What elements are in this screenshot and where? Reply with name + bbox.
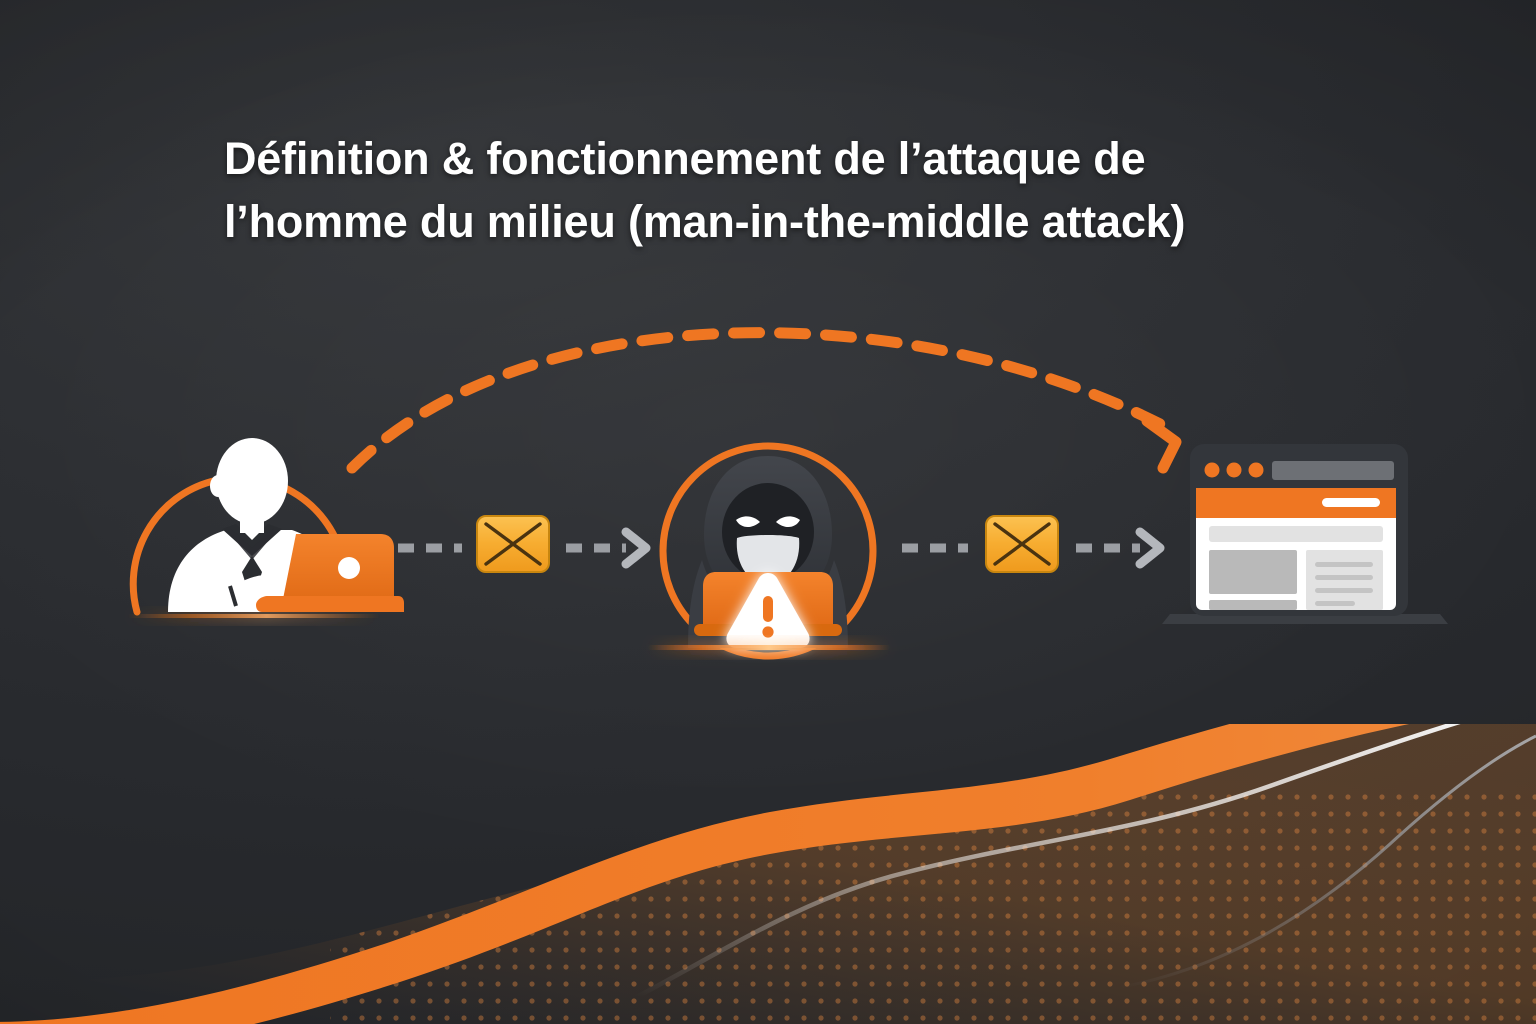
- victim-ground-line: [128, 614, 380, 618]
- message-envelope-1[interactable]: [476, 515, 550, 573]
- attacker-ground-line: [648, 645, 890, 650]
- node-server[interactable]: [1162, 444, 1448, 624]
- page-title: Définition & fonctionnement de l’attaque…: [224, 127, 1344, 253]
- browser-chrome: [1204, 461, 1394, 480]
- browser-nav-pill: [1322, 498, 1380, 507]
- node-victim[interactable]: [128, 438, 404, 618]
- browser-dot-2: [1226, 462, 1242, 478]
- victim-laptop-icon: [256, 534, 404, 612]
- browser-dot-3: [1248, 462, 1264, 478]
- page-title-line-1: Définition & fonctionnement de l’attaque…: [224, 133, 1146, 185]
- page-title-line-2: l’homme du milieu (man-in-the-middle att…: [224, 196, 1186, 248]
- server-laptop-base: [1162, 614, 1448, 624]
- flow-attacker-server-b: [1076, 527, 1165, 569]
- browser-url-bar: [1272, 461, 1394, 480]
- node-attacker[interactable]: [648, 442, 890, 660]
- warning-triangle-icon: [726, 573, 810, 648]
- browser-dot-1: [1204, 462, 1220, 478]
- message-envelope-2[interactable]: [985, 515, 1059, 573]
- attacker-ring: [659, 442, 877, 660]
- flow-victim-attacker-b: [566, 527, 651, 569]
- flow-intended-direct: [346, 327, 1182, 474]
- browser-content: [1209, 526, 1383, 610]
